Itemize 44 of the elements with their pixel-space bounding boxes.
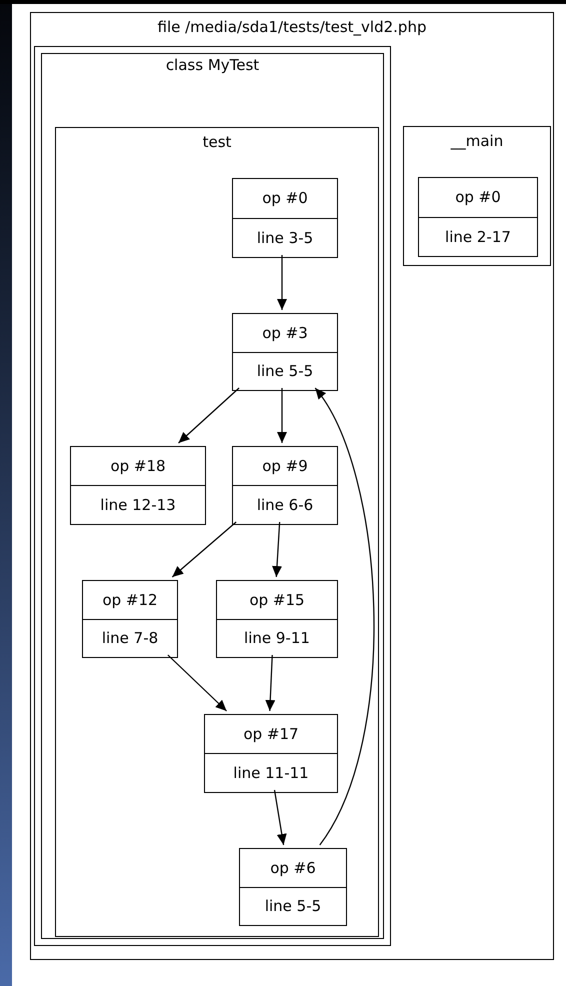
record-label: line 11-11 [233,762,309,784]
arrow [314,388,374,846]
arrow [167,654,227,712]
cluster-frame [34,46,391,946]
arrow [265,654,276,712]
record-box [232,178,338,258]
arrow [277,388,287,443]
arrow [277,255,287,310]
record-box [216,580,338,658]
record-label: line 3-5 [256,228,314,248]
record-box [239,848,347,926]
record-label: op #3 [262,322,308,344]
record-label: op #15 [249,590,305,610]
record-label: line 9-11 [244,628,310,649]
record-box [232,313,338,391]
record-label: op #0 [455,187,501,208]
arrow [172,522,237,578]
record-box [204,714,338,793]
arrow [274,790,287,846]
cluster-title: test [202,132,232,152]
record-label: op #18 [110,456,166,477]
record-label: op #0 [262,188,308,209]
record-label: line 2-17 [445,226,511,248]
cluster-frame [30,12,554,960]
record-label: line 5-5 [256,361,314,382]
record-label: op #12 [102,590,158,610]
arrow [178,388,240,444]
record-box [418,177,538,257]
cluster-frame [403,126,551,266]
record-label: op #6 [270,858,316,878]
record-label: line 6-6 [256,494,314,516]
record-label: line 12-13 [100,494,176,516]
record-box [232,446,338,525]
cluster-frame [55,127,379,937]
record-label: line 7-8 [102,628,158,649]
record-label: op #9 [262,456,308,477]
record-label: line 5-5 [264,896,322,917]
cluster-title: __main [450,131,504,151]
cluster-title: class MyTest [164,55,260,75]
record-box [82,580,178,658]
record-box [70,446,206,525]
record-label: op #17 [243,724,299,745]
cluster-title: file /media/sda1/tests/test_vld2.php [156,17,428,37]
arrow [272,522,282,578]
